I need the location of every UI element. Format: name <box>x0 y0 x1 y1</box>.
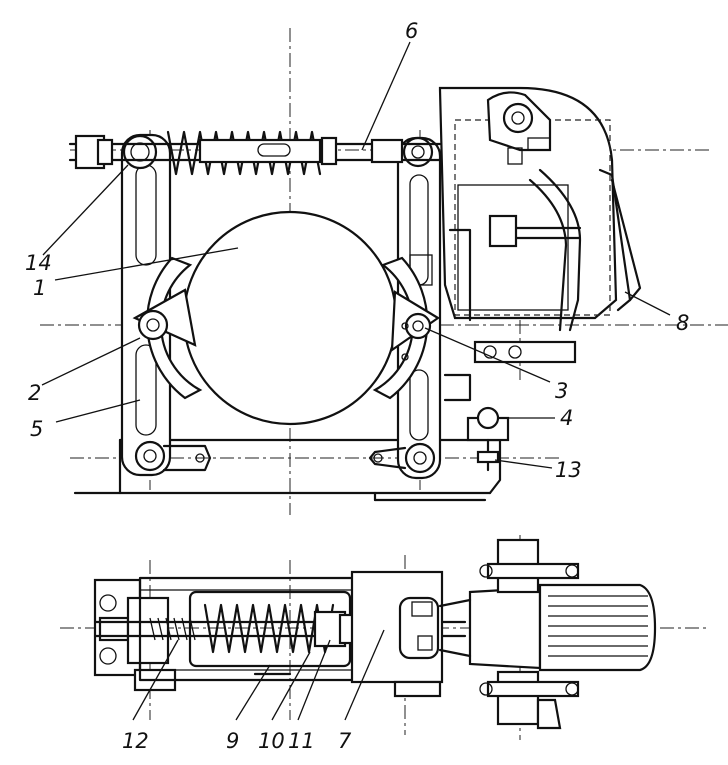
brake-shoe-left <box>132 256 203 400</box>
label-3: 3 <box>555 379 568 403</box>
label-14: 14 <box>25 251 52 275</box>
label-9: 9 <box>226 729 239 753</box>
brake-shoe-right <box>372 256 441 400</box>
label-1: 1 <box>33 276 46 300</box>
label-6: 6 <box>405 19 418 43</box>
callout-labels: 1 2 3 4 5 6 7 8 9 10 11 12 13 14 <box>25 19 689 753</box>
plan-right-block <box>350 570 444 698</box>
label-7: 7 <box>338 729 352 753</box>
base-plate <box>73 438 502 502</box>
plan-thruster <box>438 538 657 730</box>
main-spring <box>188 590 358 676</box>
label-11: 11 <box>288 729 315 753</box>
label-8: 8 <box>676 311 689 335</box>
top-rod-assembly <box>68 130 442 176</box>
label-12: 12 <box>122 729 149 753</box>
adjusting-bolt-assembly <box>443 373 510 472</box>
front-view <box>40 28 728 515</box>
label-4: 4 <box>560 406 573 430</box>
label-5: 5 <box>30 417 43 441</box>
plan-view <box>60 535 710 740</box>
thruster-housing <box>438 86 642 364</box>
leader-lines <box>41 41 671 721</box>
brake-drum <box>182 210 398 426</box>
label-13: 13 <box>555 458 582 482</box>
label-10: 10 <box>258 729 285 753</box>
label-2: 2 <box>28 381 41 405</box>
